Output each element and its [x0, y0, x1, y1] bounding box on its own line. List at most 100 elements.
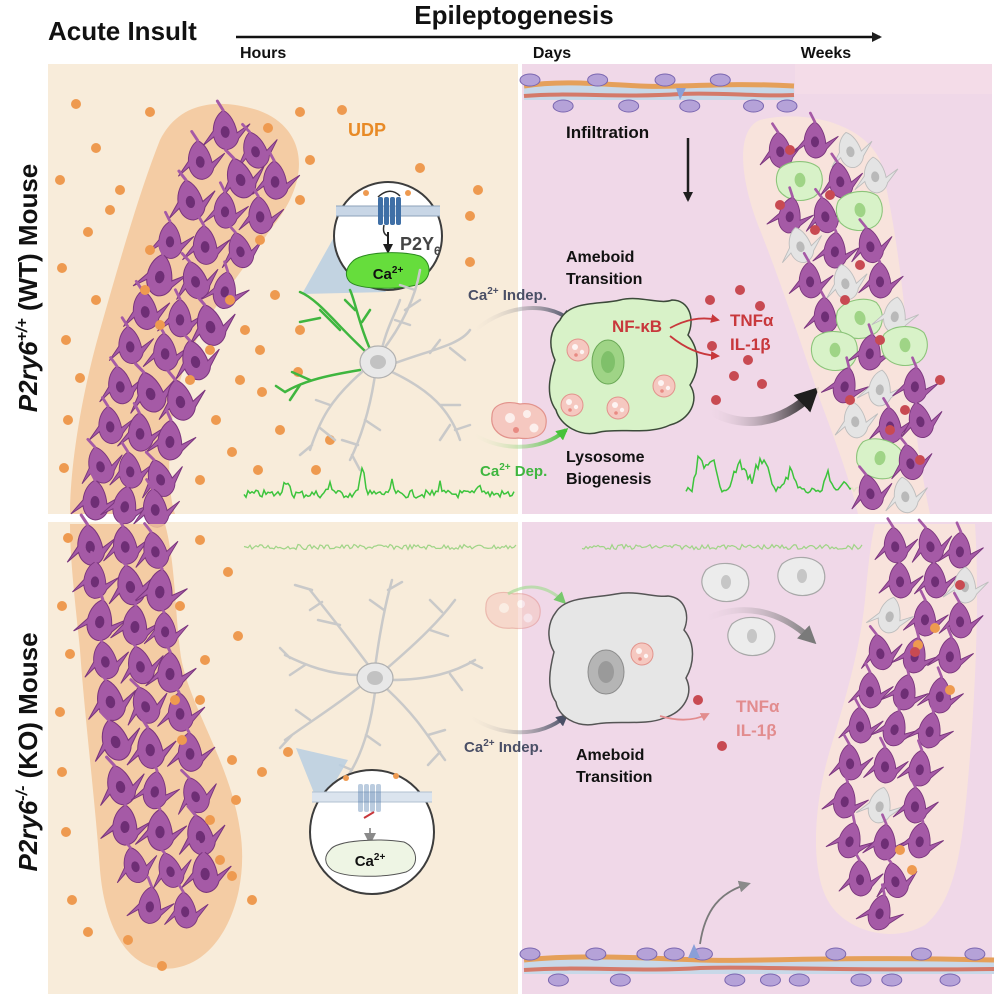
udp-dot [91, 143, 101, 153]
udp-dot [123, 935, 133, 945]
udp-dot [253, 465, 263, 475]
immune-cell-icon [636, 947, 658, 961]
udp-dot [195, 475, 205, 485]
cytokine-dot [743, 355, 753, 365]
immune-cell-icon [850, 973, 872, 987]
udp-dot [145, 107, 155, 117]
udp-dot [247, 895, 257, 905]
cytokine-dot [935, 375, 945, 385]
wt-blood-vessel-icon [519, 73, 798, 113]
ko-il1b-label: IL-1β [736, 721, 777, 740]
infiltration-label: Infiltration [566, 123, 649, 142]
udp-dot [59, 463, 69, 473]
immune-cell-icon [743, 99, 765, 113]
ca-inset-label-wt: Ca2+ [373, 265, 404, 283]
ko-ca-indep-arrow-icon [464, 712, 569, 735]
immune-cell-icon [519, 947, 541, 961]
wt-right-neuron-cluster [754, 111, 949, 517]
cytokine-dot [855, 260, 865, 270]
timeline-hours: Hours [240, 45, 286, 62]
immune-cell-icon [547, 973, 569, 987]
immune-cell-icon [618, 99, 640, 113]
immune-cell-icon [724, 973, 746, 987]
ko-ameboid-label-2: Transition [576, 769, 652, 786]
udp-dot [255, 235, 265, 245]
udp-dot [177, 735, 187, 745]
immune-cell-icon [776, 99, 798, 113]
udp-dot [231, 795, 241, 805]
nfkb-label: NF-κB [612, 317, 662, 336]
ko-blood-vessel-icon [519, 944, 995, 987]
cytokine-dot [915, 455, 925, 465]
wt-il1b-label: IL-1β [730, 335, 771, 354]
udp-dot [215, 855, 225, 865]
wt-cytokine-dots [705, 285, 767, 405]
udp-dot [145, 245, 155, 255]
ko-lysosome-cluster-icon [485, 591, 541, 630]
udp-dot [257, 767, 267, 777]
udp-dot [65, 649, 75, 659]
udp-dot [67, 895, 77, 905]
immune-cell-icon [825, 947, 847, 961]
ko-cytokine-arrow-icon [659, 713, 710, 722]
cytokine-dot [707, 341, 717, 351]
udp-dot [105, 205, 115, 215]
immune-cell-icon [663, 947, 685, 961]
cytokine-dot [729, 371, 739, 381]
udp-dot [200, 655, 210, 665]
udp-dot [415, 163, 425, 173]
udp-dot [195, 535, 205, 545]
wt-progression-arrow-icon [703, 387, 820, 427]
wt-ca-indep-label: Ca2+ Indep. [468, 286, 547, 304]
udp-dot [140, 285, 150, 295]
receptor-label: P2Y6 [400, 234, 441, 258]
udp-dot [337, 105, 347, 115]
wt-ramified-microglia-icon [274, 268, 472, 472]
udp-dot [907, 865, 917, 875]
wt-ca-dep-label: Ca2+ Dep. [480, 462, 547, 480]
cytokine-dot [810, 225, 820, 235]
udp-dot [465, 211, 475, 221]
wt-lysosome-cluster-icon [491, 402, 547, 440]
epileptogenesis-title: Epileptogenesis [414, 0, 613, 30]
acute-insult-title: Acute Insult [48, 16, 197, 46]
immune-cell-icon [964, 947, 986, 961]
udp-dot [275, 425, 285, 435]
wt-ca-indep-arrow-icon [468, 306, 573, 337]
nfkb-arrow-up-icon [669, 314, 720, 329]
udp-dot [185, 375, 195, 385]
udp-dot [175, 601, 185, 611]
immune-cell-icon [939, 973, 961, 987]
udp-dot [227, 447, 237, 457]
ameboid-microglia-icon [810, 330, 859, 372]
udp-label: UDP [348, 120, 386, 140]
udp-dot [295, 107, 305, 117]
udp-dot [473, 185, 483, 195]
timeline-days: Days [533, 45, 571, 62]
cytokine-dot [775, 200, 785, 210]
udp-dot [930, 623, 940, 633]
immune-cell-icon [881, 973, 903, 987]
ko-cytokine-dot [693, 695, 703, 705]
ko-progression-arrow-icon [698, 607, 817, 645]
timeline-weeks: Weeks [801, 45, 852, 62]
wt-tnfa-label: TNFα [730, 311, 774, 330]
udp-dot [61, 335, 71, 345]
immune-cell-icon [585, 947, 607, 961]
ko-receptor-inset: Ca2+ [296, 748, 435, 895]
udp-dot [83, 927, 93, 937]
cytokine-dot [875, 335, 885, 345]
ca-inset-label-ko: Ca2+ [355, 852, 386, 870]
udp-dot [57, 601, 67, 611]
udp-dot [61, 827, 71, 837]
udp-dot [63, 533, 73, 543]
udp-dot [233, 631, 243, 641]
udp-dot [270, 290, 280, 300]
receptor-icon [377, 190, 401, 237]
udp-dot [71, 99, 81, 109]
row-label-ko: P2ry6-/- (KO) Mouse [13, 632, 43, 871]
cytokine-dot [785, 145, 795, 155]
cytokine-dot [825, 190, 835, 200]
udp-dot [305, 155, 315, 165]
udp-dot [170, 695, 180, 705]
